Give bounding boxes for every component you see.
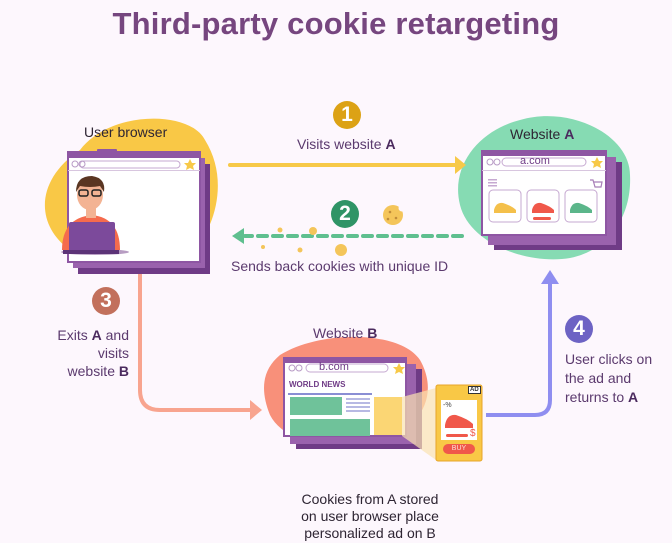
- star-icon: [591, 157, 603, 168]
- caption-line-1: Cookies from A stored: [301, 491, 439, 507]
- arrow-3-head: [250, 400, 262, 420]
- cookie-crumb: [261, 245, 265, 249]
- website-a-label: Website A: [510, 126, 574, 142]
- website-b-section-heading: WORLD NEWS: [289, 380, 346, 389]
- ad-card: [435, 384, 483, 462]
- step-3-text: Exits A and visits website B: [40, 326, 129, 380]
- cookie-crumb: [297, 247, 303, 253]
- page-title: Third-party cookie retargeting: [112, 6, 560, 41]
- step-3-number: 3: [100, 289, 112, 312]
- step-1-badge: 1: [333, 101, 361, 129]
- ad-zoom-beam: [402, 388, 436, 460]
- cookie-crumb: [277, 227, 283, 233]
- star-icon: [393, 363, 405, 374]
- step-3-badge: 3: [92, 287, 120, 315]
- arrow-1-head: [455, 156, 466, 174]
- step-4-badge: 4: [565, 315, 593, 343]
- website-b-url: b.com: [319, 361, 349, 373]
- cart-icon: [590, 179, 603, 188]
- website-b-label: Website B: [313, 325, 377, 341]
- ad-buy-button[interactable]: BUY: [451, 445, 467, 452]
- website-a-label-text: Website: [510, 126, 565, 142]
- ad-badge: AD: [468, 386, 481, 394]
- step-1-text-plain: Visits website: [297, 136, 386, 152]
- step-1-text: Visits website A: [297, 136, 396, 152]
- step-3-line-3: website B: [67, 363, 129, 379]
- cookie-crumb: [335, 244, 347, 256]
- step-4-line-1: User clicks on: [565, 351, 653, 367]
- step-2-number: 2: [339, 202, 351, 225]
- user-browser-label: User browser: [84, 124, 168, 140]
- arrow-4-head: [541, 270, 559, 284]
- website-b-window: [283, 357, 436, 460]
- cookie-icon-large: [383, 204, 406, 225]
- step-2-text: Sends back cookies with unique ID: [231, 258, 449, 274]
- website-a-url: a.com: [520, 155, 550, 167]
- arrow-2-head: [232, 228, 244, 244]
- step-2-badge: 2: [331, 200, 359, 228]
- caption-line-2: on user browser place: [301, 508, 439, 524]
- cookie-crumb: [309, 227, 317, 235]
- caption-line-3: personalized ad on B: [304, 525, 436, 541]
- arrow-4-line: [486, 282, 552, 417]
- step-4-number: 4: [573, 317, 585, 340]
- person-illustration: [61, 176, 129, 255]
- ad-price: $: [470, 428, 476, 439]
- arrow-3-line: [138, 270, 252, 412]
- step-4-line-3: returns to A: [565, 389, 639, 405]
- step-3-line-1: Exits A and: [57, 327, 129, 343]
- step-4-text: User clicks on the ad and returns to A: [565, 350, 652, 407]
- website-a-label-bold: A: [564, 126, 575, 142]
- menu-icon: [488, 179, 497, 181]
- step-4-line-2: the ad and: [565, 370, 632, 386]
- website-b-label-bold: B: [367, 325, 378, 341]
- caption: Cookies from A stored on user browser pl…: [250, 491, 490, 542]
- ad-discount: -%: [443, 402, 452, 409]
- star-icon: [184, 159, 196, 170]
- website-a-window: [481, 150, 622, 250]
- step-3-line-2: visits: [97, 345, 129, 361]
- step-1-number: 1: [341, 103, 353, 126]
- website-b-label-text: Website: [313, 325, 368, 341]
- step-1-text-bold: A: [385, 136, 396, 152]
